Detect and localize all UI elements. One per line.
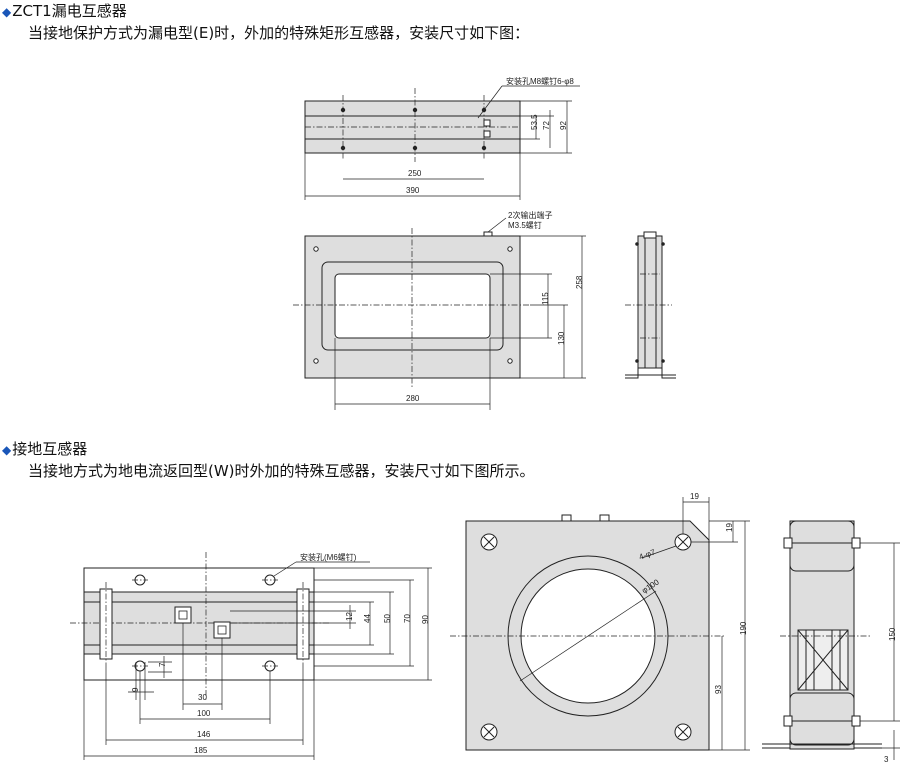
zct1-terminal-label-2: M3.5螺钉 [508, 220, 542, 230]
diamond-bullet-icon: ◆ [2, 5, 12, 19]
zct1-mount-hole-label: 安装孔M8螺钉6-φ8 [506, 76, 574, 86]
zct1-dim-115: 115 [541, 292, 550, 305]
ground-ct-dim-19-top: 19 [690, 492, 699, 501]
ground-ct-dim-7: 7 [158, 662, 167, 667]
zct1-dim-92: 92 [559, 121, 568, 130]
ground-ct-dim-19-side: 19 [725, 523, 734, 532]
zct1-front-view: 2次输出端子 M3.5螺钉 115 130 258 280 [293, 210, 586, 410]
ground-ct-dim-100: 100 [197, 709, 211, 718]
zct1-dim-250: 250 [408, 169, 422, 178]
zct1-dim-130: 130 [557, 331, 566, 345]
ground-ct-dim-190: 190 [739, 621, 748, 635]
zct1-top-view: 安装孔M8螺钉6-φ8 53.5 72 92 250 390 [304, 76, 580, 200]
ground-ct-dim-185: 185 [194, 746, 208, 755]
zct1-terminal-label-1: 2次输出端子 [508, 210, 552, 220]
zct1-dim-258: 258 [575, 275, 584, 289]
section2-heading: ◆接地互感器 [2, 440, 87, 459]
ground-ct-dim-30: 30 [198, 693, 207, 702]
ground-ct-dim-93: 93 [714, 685, 723, 694]
ground-ct-side-view: 150 3 [762, 520, 900, 764]
ground-ct-dim-70: 70 [403, 614, 412, 623]
ground-ct-dim-9: 9 [131, 687, 140, 692]
zct1-side-view [625, 231, 676, 379]
zct1-dim-53-5: 53.5 [530, 114, 539, 130]
ground-ct-dim-3: 3 [884, 755, 889, 764]
section1-description: 当接地保护方式为漏电型(E)时，外加的特殊矩形互感器，安装尺寸如下图： [28, 24, 530, 42]
zct1-dim-72: 72 [542, 121, 551, 130]
ground-ct-dim-146: 146 [197, 730, 211, 739]
ground-ct-mount-hole-label: 安装孔(M6螺钉) [300, 552, 357, 562]
ground-ct-dim-150: 150 [888, 627, 897, 641]
section2-description: 当接地方式为地电流返回型(W)时外加的特殊互感器，安装尺寸如下图所示。 [28, 462, 535, 480]
ground-ct-dim-12: 12 [345, 612, 354, 621]
section2-title: 接地互感器 [12, 440, 88, 458]
section1-title: ZCT1漏电互感器 [12, 2, 127, 20]
zct1-dim-280: 280 [406, 394, 420, 403]
zct1-dim-390: 390 [406, 186, 420, 195]
ground-ct-front-view: φ100 4-φ7 19 19 190 93 [450, 492, 750, 751]
ground-ct-dim-44: 44 [363, 614, 372, 623]
ground-ct-dim-90: 90 [421, 615, 430, 624]
diamond-bullet-icon: ◆ [2, 443, 12, 457]
section1-heading: ◆ZCT1漏电互感器 [2, 2, 127, 21]
ground-ct-dim-50: 50 [383, 614, 392, 623]
ground-ct-top-view: 安装孔(M6螺钉) 90 70 50 44 12 9 7 30 [70, 552, 432, 760]
